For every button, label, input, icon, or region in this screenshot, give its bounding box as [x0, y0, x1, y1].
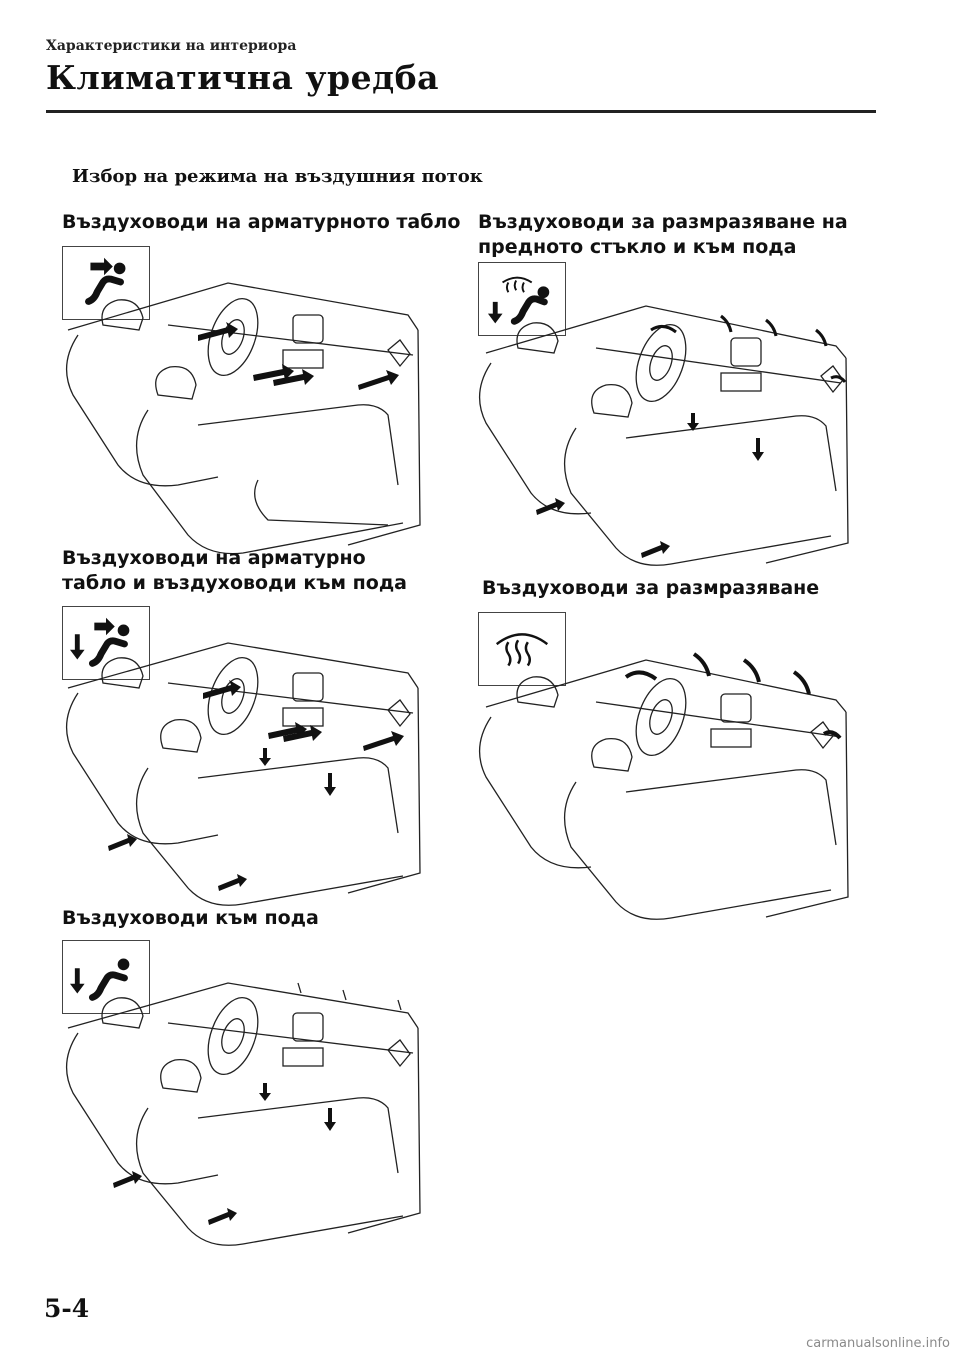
car-interior-illustration-floor	[48, 958, 430, 1248]
mode-label-line: Въздуховоди към пода	[62, 907, 319, 929]
page-number: 5-4	[44, 1294, 90, 1323]
mode-label-defrost: Въздуховоди за размразяване	[482, 576, 819, 601]
page-title: Климатична уредба	[46, 58, 439, 97]
car-interior-illustration-panel	[48, 255, 430, 560]
mode-label-line: Въздуховоди на арматурно	[62, 547, 366, 569]
car-interior-illustration-defrost	[466, 632, 866, 932]
car-interior-illustration-floor-defrost	[466, 278, 866, 568]
car-interior-illustration-bi-level	[48, 618, 430, 908]
mode-label-floor-defrost: Въздуховоди за размразяване на предното …	[478, 210, 848, 260]
mode-label-bi-level: Въздуховоди на арматурно табло и въздухо…	[62, 546, 407, 596]
title-divider	[46, 110, 876, 113]
mode-label-line: предното стъкло и към пода	[478, 236, 797, 258]
panel-vent-icon	[62, 246, 150, 320]
mode-label-line: Въздуховоди за размразяване	[482, 577, 820, 599]
mode-label-line: Въздуховоди за размразяване на	[478, 211, 848, 233]
floor-defrost-icon	[478, 262, 566, 336]
mode-label-panel: Въздуховоди на арматурното табло	[62, 210, 460, 235]
mode-label-line: табло и въздуховоди към пода	[62, 572, 408, 594]
mode-label-floor: Въздуховоди към пода	[62, 906, 319, 931]
mode-label-line: Въздуховоди на арматурното табло	[62, 211, 461, 233]
section-heading: Избор на режима на въздушния поток	[72, 166, 483, 187]
bi-level-vent-icon	[62, 606, 150, 680]
floor-vent-icon	[62, 940, 150, 1014]
watermark: carmanualsonline.info	[806, 1336, 950, 1351]
breadcrumb: Характеристики на интериора	[46, 38, 297, 54]
windshield-defrost-icon	[478, 612, 566, 686]
